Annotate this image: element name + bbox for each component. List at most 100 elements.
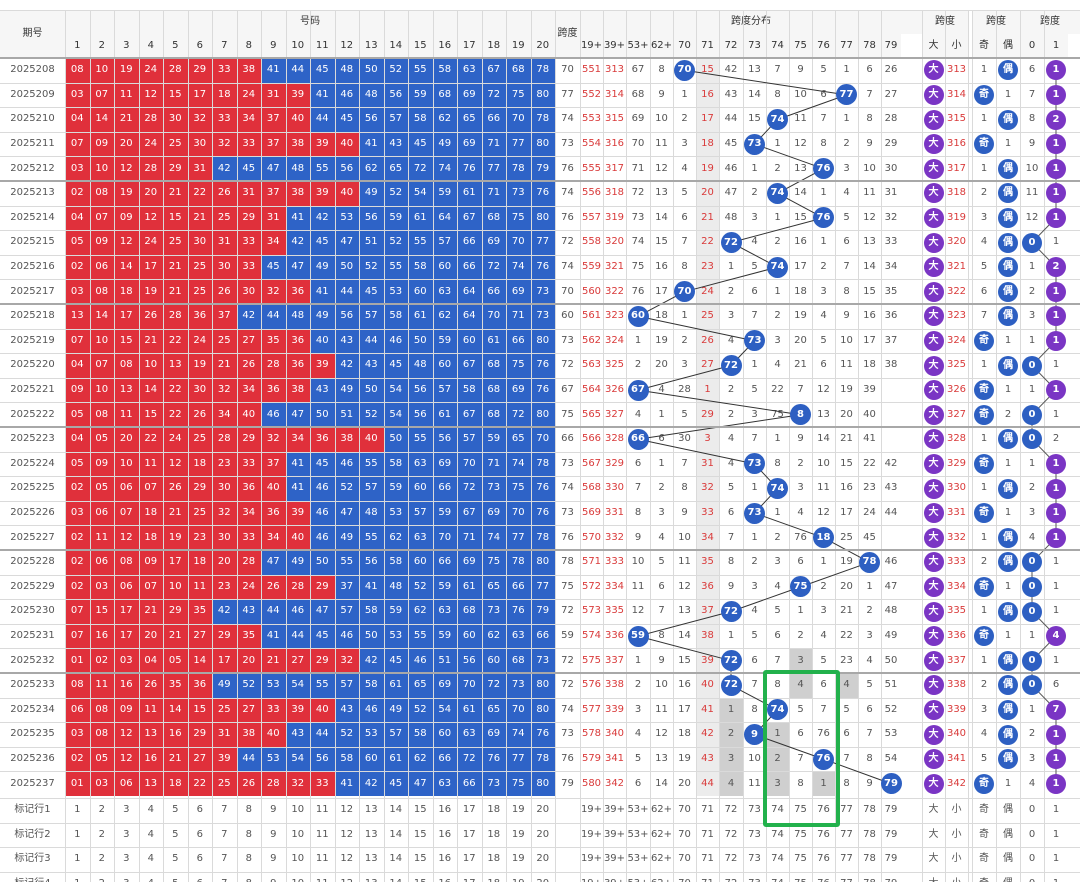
number-cell: 66 <box>481 107 506 132</box>
number-cell: 66 <box>432 746 457 772</box>
number-cell: 02 <box>89 648 114 673</box>
number-cell: 75 <box>481 550 506 575</box>
dist-cell: 9 <box>797 64 804 76</box>
number-cell: 04 <box>65 205 90 231</box>
dist-cell: 44 <box>884 507 898 519</box>
marker-number-cell: 17 <box>457 872 482 882</box>
number-cell: 04 <box>65 353 90 378</box>
marker-number-cell: 14 <box>384 872 409 882</box>
number-cell: 43 <box>383 131 408 157</box>
dist-cell: 1 <box>751 162 758 174</box>
number-cell: 16 <box>163 722 188 747</box>
span-ball: 60 <box>627 305 649 327</box>
dist-cell: 562 <box>581 334 602 346</box>
col-divider <box>626 10 627 882</box>
row-divider <box>0 402 1080 404</box>
number-cell: 53 <box>334 205 359 231</box>
number-cell: 45 <box>383 648 408 673</box>
zero-one-ball: 0 <box>1022 429 1042 450</box>
span-cell: 72 <box>561 679 574 691</box>
small-miss-cell: 331 <box>946 507 967 519</box>
marker-oe-cell: 偶 <box>1003 804 1013 816</box>
dist-cell: 568 <box>581 482 602 494</box>
number-cell: 03 <box>65 156 90 181</box>
dist-cell: 29 <box>696 402 719 427</box>
dist-cell: 5 <box>751 630 758 642</box>
dist-cell: 27 <box>884 88 898 100</box>
number-cell: 42 <box>359 648 384 673</box>
number-cell: 77 <box>530 230 555 255</box>
number-cell: 30 <box>212 476 237 501</box>
marker-zo-cell: 1 <box>1052 804 1060 816</box>
dist-cell: 4 <box>789 673 812 698</box>
small-miss-cell: 336 <box>946 630 967 642</box>
dist-cell: 50 <box>884 654 898 666</box>
oe-col-header: 奇 <box>972 34 996 58</box>
number-cell: 76 <box>530 722 555 747</box>
number-cell: 06 <box>114 574 139 600</box>
small-miss-cell: 319 <box>946 211 967 223</box>
dist-cell: 7 <box>658 605 665 617</box>
dist-cell: 576 <box>581 679 602 691</box>
col-divider <box>945 10 946 882</box>
marker-number-cell: 2 <box>98 804 105 816</box>
number-cell: 39 <box>212 746 237 772</box>
number-cell: 80 <box>530 131 555 157</box>
zero-one-ball: 0 <box>1022 675 1042 696</box>
marker-number-cell: 14 <box>389 828 403 840</box>
marker-number-cell: 8 <box>245 804 252 816</box>
marker-bs-cell: 大 <box>928 853 939 865</box>
dist-cell: 330 <box>604 482 625 494</box>
dist-cell: 31 <box>884 187 898 199</box>
period-cell: 2025221 <box>10 384 55 396</box>
span-cell: 79 <box>561 777 574 789</box>
dist-cell: 15 <box>794 211 807 223</box>
big-ball: 大 <box>923 527 944 548</box>
row-divider <box>0 82 1080 84</box>
marker-dist-cell: 77 <box>835 872 858 882</box>
dist-cell: 13 <box>863 236 876 248</box>
col-divider <box>236 10 238 882</box>
small-miss-cell: 317 <box>946 162 967 174</box>
marker-number-cell: 2 <box>98 828 105 840</box>
number-cell: 14 <box>138 377 163 403</box>
zero-one-cell: 1 <box>1052 556 1060 568</box>
row-divider <box>0 328 1080 330</box>
dist-col-header: 74 <box>766 34 789 58</box>
dist-col-header: 19+ <box>580 34 603 58</box>
number-cell: 53 <box>383 623 408 649</box>
number-cell: 52 <box>383 181 408 206</box>
number-cell: 78 <box>530 107 555 132</box>
marker-number-cell: 7 <box>221 804 228 816</box>
marker-number-cell: 3 <box>114 872 139 882</box>
dist-cell: 339 <box>604 703 625 715</box>
number-cell: 44 <box>359 328 384 354</box>
dist-cell: 18 <box>678 728 691 740</box>
number-cell: 31 <box>212 722 237 747</box>
odd-even-cell: 1 <box>980 359 988 371</box>
number-cell: 27 <box>187 746 212 772</box>
number-cell: 03 <box>65 279 90 304</box>
dist-cell: 1 <box>681 310 688 322</box>
number-cell: 10 <box>163 574 188 600</box>
dist-cell: 3 <box>789 648 812 673</box>
number-cell: 41 <box>334 771 359 796</box>
zero-one-ball: 1 <box>1046 158 1066 179</box>
number-cell: 31 <box>261 205 286 231</box>
number-cell: 27 <box>236 697 261 723</box>
period-cell: 2025216 <box>10 261 55 273</box>
number-cell: 56 <box>457 648 482 673</box>
marker-dist-cell: 19+ <box>580 872 603 882</box>
dist-cell: 27 <box>696 353 719 378</box>
number-cell: 60 <box>432 722 457 747</box>
period-cell: 2025212 <box>10 162 55 174</box>
dist-cell: 12 <box>631 605 645 617</box>
dist-cell: 1 <box>774 285 781 297</box>
col-divider <box>858 10 859 882</box>
number-cell: 25 <box>187 279 212 304</box>
zero-one-ball: 1 <box>1046 478 1066 499</box>
dist-cell: 11 <box>794 113 807 125</box>
number-cell: 78 <box>530 451 555 477</box>
number-cell: 42 <box>236 304 261 329</box>
number-cell: 25 <box>212 771 237 796</box>
